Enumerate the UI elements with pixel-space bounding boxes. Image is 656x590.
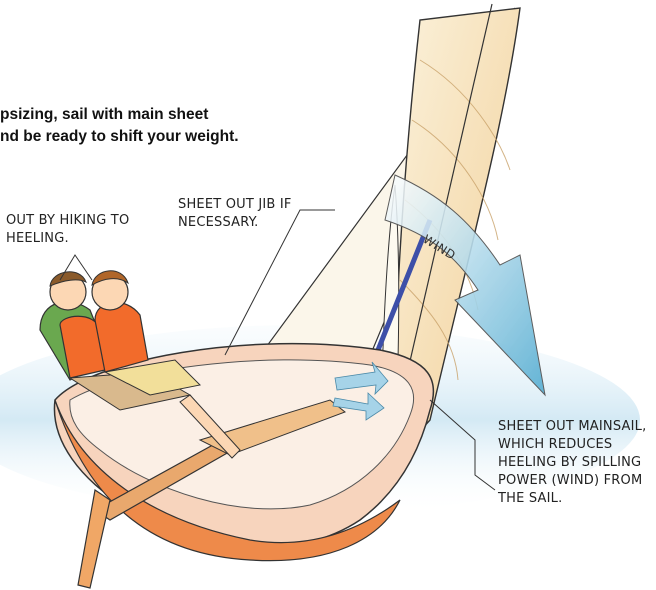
- callout-hiking: OUT BY HIKING TO HEELING.: [6, 212, 129, 248]
- callout-mainsail-line-3: HEELING BY SPILLING: [498, 454, 646, 472]
- callout-mainsail-line-1: SHEET OUT MAINSAIL,: [498, 418, 646, 436]
- caption-line-2: nd be ready to shift your weight.: [0, 126, 239, 148]
- callout-mainsail-line-5: THE SAIL.: [498, 490, 646, 508]
- callout-hiking-line-2: HEELING.: [6, 230, 129, 248]
- caption: psizing, sail with main sheet nd be read…: [0, 104, 239, 148]
- callout-jib-line-1: SHEET OUT JIB IF: [178, 196, 292, 214]
- callout-hiking-line-1: OUT BY HIKING TO: [6, 212, 129, 230]
- callout-jib: SHEET OUT JIB IF NECESSARY.: [178, 196, 292, 232]
- callout-jib-line-2: NECESSARY.: [178, 214, 292, 232]
- caption-line-1: psizing, sail with main sheet: [0, 104, 239, 126]
- callout-mainsail-line-2: WHICH REDUCES: [498, 436, 646, 454]
- callout-mainsail-line-4: POWER (WIND) FROM: [498, 472, 646, 490]
- callout-mainsail: SHEET OUT MAINSAIL, WHICH REDUCES HEELIN…: [498, 418, 646, 508]
